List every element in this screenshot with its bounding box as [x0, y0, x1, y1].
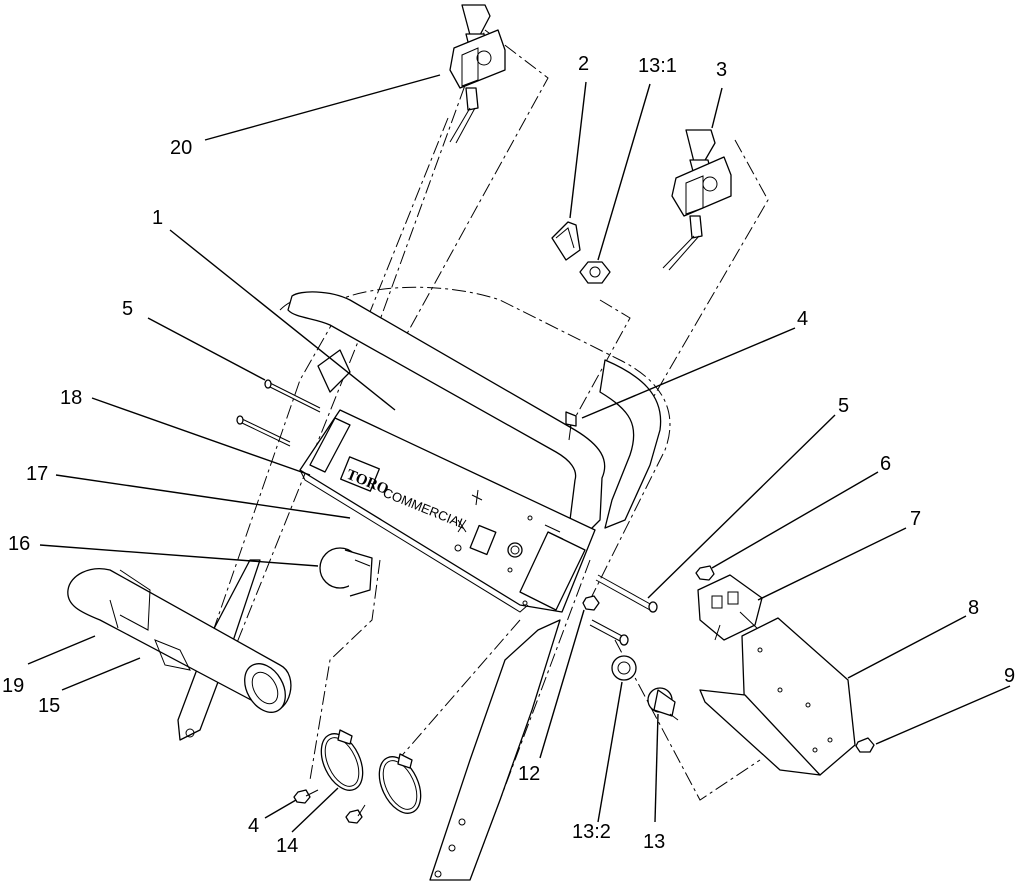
callout-1: 1	[152, 207, 163, 229]
callout-5-left: 5	[122, 298, 133, 320]
mounting-bracket	[699, 617, 856, 776]
clamp-left	[320, 729, 364, 791]
throttle-knob	[319, 547, 373, 597]
washer-13-2	[611, 655, 637, 681]
callout-9: 9	[1004, 665, 1015, 687]
callout-13-1: 13:1	[638, 55, 677, 77]
bolt-right-long	[595, 574, 658, 613]
control-lever-upper	[449, 4, 506, 144]
bolt-upper-left	[264, 379, 321, 413]
control-lever-right	[662, 129, 732, 271]
nut-6	[695, 565, 715, 581]
hex-nut-upper	[579, 261, 611, 284]
clamp-right	[378, 753, 422, 814]
callout-7: 7	[910, 508, 921, 530]
screw-lower-right	[345, 804, 366, 824]
nut-9	[855, 737, 875, 753]
callout-13-2: 13:2	[572, 821, 611, 843]
callout-4-upper: 4	[797, 308, 808, 330]
callout-17: 17	[26, 463, 48, 485]
knob-plate	[551, 221, 581, 261]
callout-14: 14	[276, 835, 298, 857]
bolt-lower-left	[236, 415, 291, 447]
callout-6: 6	[880, 453, 891, 475]
callout-13: 13	[643, 831, 665, 853]
callout-16: 16	[8, 533, 30, 555]
control-panel: TORO COMMERCIAL	[299, 409, 596, 613]
nut-12	[582, 595, 600, 611]
screw-lower-left	[293, 789, 319, 804]
callout-20: 20	[170, 137, 192, 159]
screw-upper	[565, 411, 577, 441]
bolt-right-short	[589, 619, 629, 646]
callout-5-right: 5	[838, 395, 849, 417]
callout-3: 3	[716, 59, 727, 81]
grip-tube	[67, 568, 292, 713]
callout-4-lower: 4	[248, 815, 259, 837]
leader-lines	[27, 74, 1011, 833]
callout-2: 2	[578, 53, 589, 75]
callout-8: 8	[968, 597, 979, 619]
callout-15: 15	[38, 695, 60, 717]
callout-labels: 20 2 13:1 3 1 5 4 18 5 6 17 7 16 8 9 19 …	[2, 53, 1015, 857]
callout-18: 18	[60, 387, 82, 409]
callout-19: 19	[2, 675, 24, 697]
handle-frame	[177, 291, 662, 881]
switch-13	[647, 687, 679, 721]
callout-12: 12	[518, 763, 540, 785]
